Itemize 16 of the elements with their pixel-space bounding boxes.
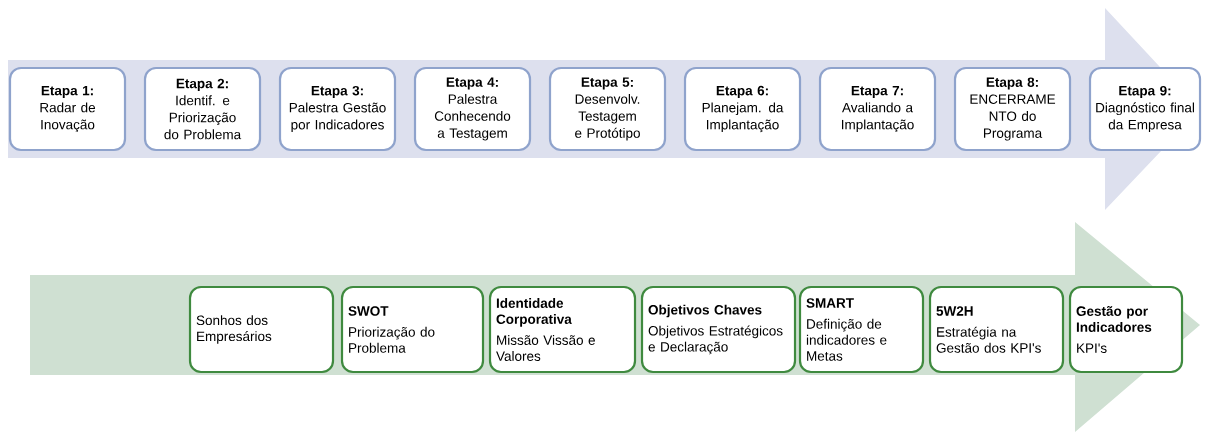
stage-box: Etapa 5: Desenvolv. Testagem e Protótipo [548,66,667,152]
stage-box: Etapa 2: Identif. e Priorização do Problema [143,66,262,152]
step-box: SWOT Priorização do Problema [340,285,485,374]
step-box: Gestão por Indicadores KPI's [1068,285,1184,374]
stage-box: Etapa 3: Palestra Gestão por Indicadores [278,66,397,152]
step-box: Identidade Corporativa Missão Vissão e Valores [488,285,637,374]
stage-box: Etapa 9: Diagnóstico final da Empresa [1088,66,1202,152]
step-box: 5W2H Estratégia na Gestão dos KPI's [928,285,1065,374]
stage-box: Etapa 7: Avaliando a Implantação [818,66,937,152]
step-box: SMART Definição de indicadores e Metas [798,285,925,374]
stage-box: Etapa 4: Palestra Conhecendo a Testagem [413,66,532,152]
stage-box: Etapa 1: Radar de Inovação [8,66,127,152]
step-box: Sonhos dos Empresários [188,285,335,374]
stage-box: Etapa 6: Planejam. da Implantação [683,66,802,152]
step-box: Objetivos Chaves Objetivos Estratégicos e Declaração [640,285,797,374]
stage-box: Etapa 8: ENCERRAME NTO do Programa [953,66,1072,152]
